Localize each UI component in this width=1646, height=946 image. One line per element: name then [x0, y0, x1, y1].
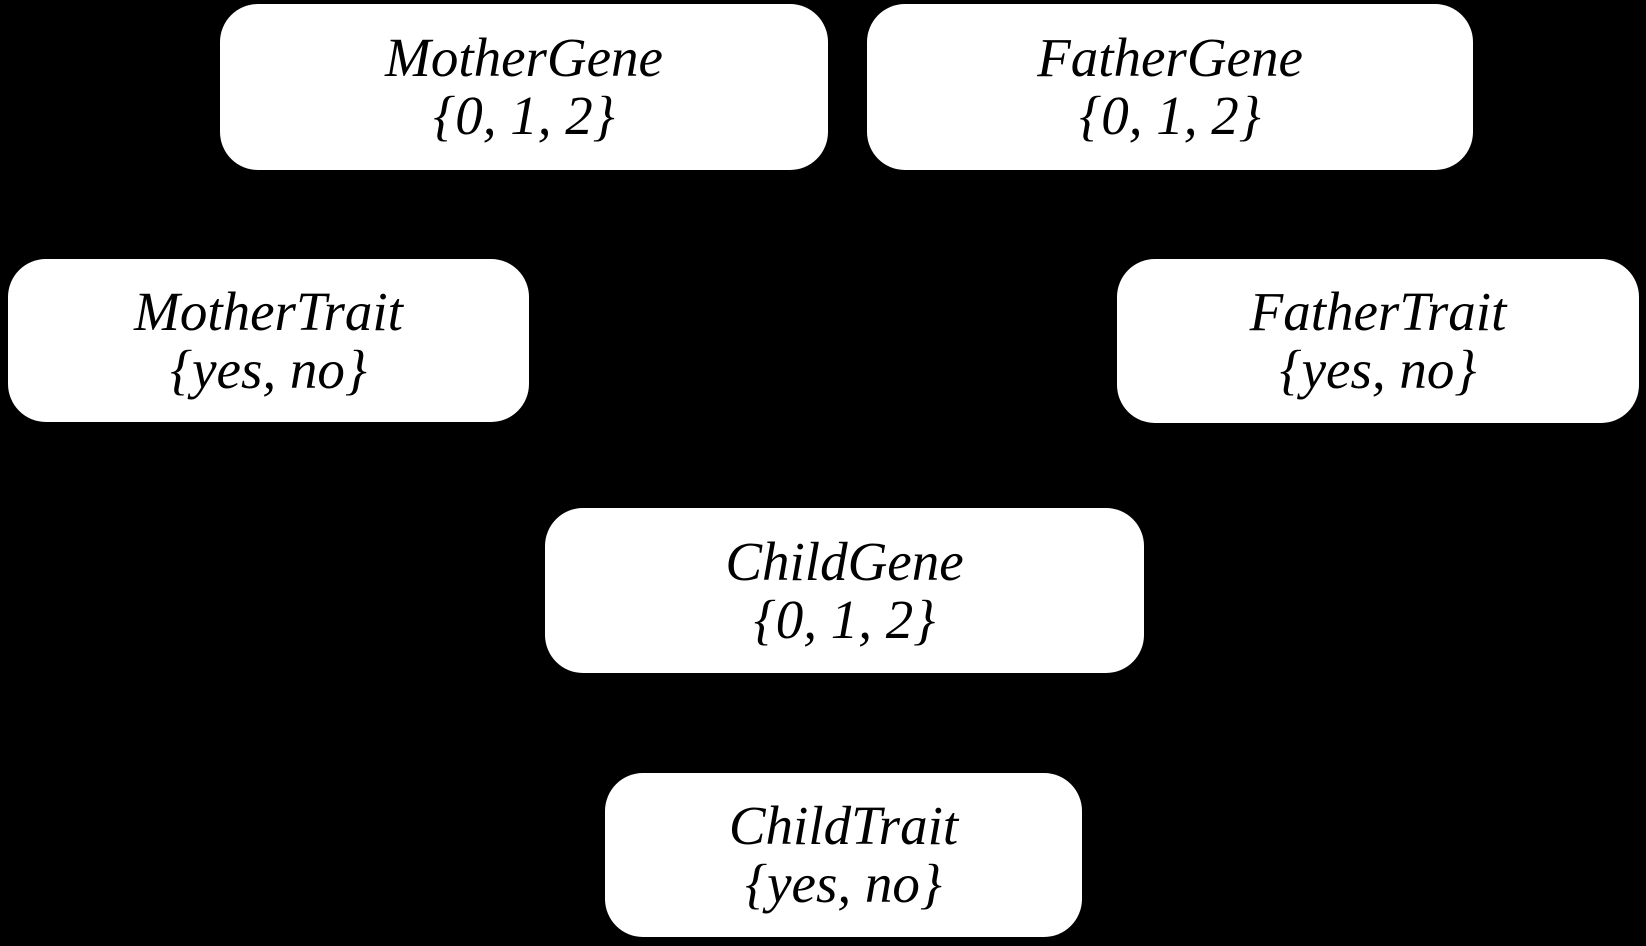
- node-domain-values: {0, 1, 2}: [433, 85, 615, 146]
- node-title: MotherTrait: [134, 280, 403, 342]
- node-domain-values: {yes, no}: [170, 338, 367, 400]
- node-father-trait: FatherTrait {yes, no}: [1117, 259, 1639, 423]
- node-father-gene: FatherGene {0, 1, 2}: [867, 4, 1473, 170]
- node-mother-trait: MotherTrait {yes, no}: [8, 259, 529, 422]
- node-domain-values: {0, 1, 2}: [1079, 85, 1261, 146]
- node-child-gene: ChildGene {0, 1, 2}: [545, 508, 1144, 673]
- node-title: MotherGene: [385, 27, 663, 88]
- node-mother-gene: MotherGene {0, 1, 2}: [220, 4, 828, 170]
- node-title: FatherTrait: [1249, 281, 1507, 342]
- node-title: ChildGene: [725, 530, 964, 592]
- node-domain-values: {yes, no}: [1279, 339, 1477, 400]
- node-child-trait: ChildTrait {yes, no}: [605, 773, 1082, 937]
- node-domain-values: {yes, no}: [745, 853, 942, 914]
- node-title: FatherGene: [1037, 27, 1303, 88]
- node-title: ChildTrait: [728, 795, 959, 856]
- node-domain-values: {0, 1, 2}: [753, 588, 936, 650]
